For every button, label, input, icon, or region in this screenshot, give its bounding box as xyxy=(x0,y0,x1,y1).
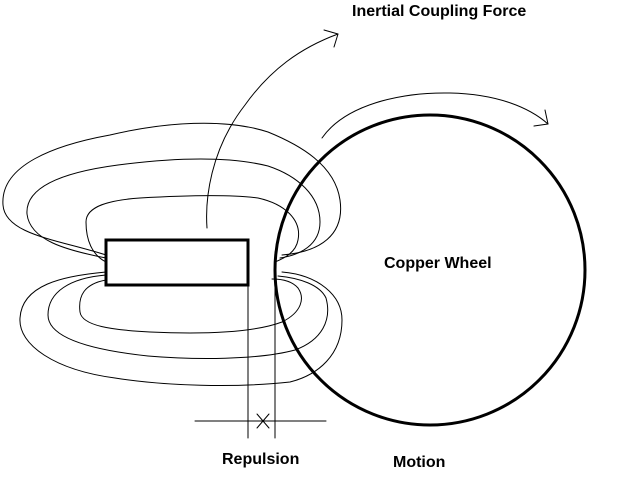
field-line-upper-inner xyxy=(85,195,300,263)
inertial-coupling-force-label: Inertial Coupling Force xyxy=(352,3,527,20)
inertial-coupling-force-arrow xyxy=(206,33,339,229)
field-line-lower-inner xyxy=(79,278,302,334)
field-line-lower-middle xyxy=(47,274,329,359)
repulsion-label: Repulsion xyxy=(222,451,300,468)
motion-arrow xyxy=(321,92,549,139)
magnet-bar xyxy=(104,238,250,287)
inertial-coupling-force-arrowhead xyxy=(323,29,339,48)
repulsion-cross-mark xyxy=(256,413,270,429)
copper-wheel-label: Copper Wheel xyxy=(384,255,492,272)
motion-arrowhead xyxy=(533,109,549,127)
field-line-upper-outer xyxy=(2,122,342,256)
motion-label: Motion xyxy=(393,454,446,471)
field-line-lower-outer xyxy=(19,271,343,386)
field-line-upper-middle xyxy=(26,158,321,259)
